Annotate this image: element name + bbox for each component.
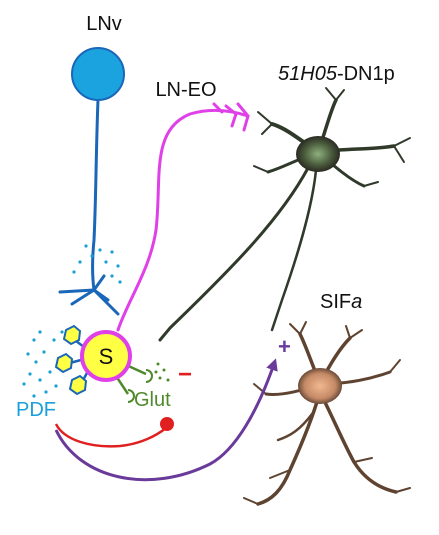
inhibitory-terminal bbox=[160, 417, 174, 431]
dn1p-label-italic: 51H05 bbox=[278, 63, 338, 85]
inhibitory-connection bbox=[54, 417, 174, 448]
lnv-neuron bbox=[22, 47, 125, 398]
glut-receptor-icons bbox=[127, 369, 153, 403]
ln-eo-terminal-4 bbox=[230, 112, 238, 128]
lnv-label: LNv bbox=[86, 13, 122, 35]
dn1p-label-rest: -DN1p bbox=[337, 63, 395, 85]
s-cell: S bbox=[54, 324, 170, 403]
pdf-receptor-icons bbox=[54, 324, 88, 396]
lnv-axon-terminals bbox=[58, 274, 120, 316]
sifa-neuron bbox=[243, 321, 411, 506]
sifa-label-italic: a bbox=[351, 291, 362, 313]
pdf-label: PDF bbox=[16, 399, 56, 421]
ln-eo-terminal-5 bbox=[212, 102, 224, 114]
dn1p-label: 51H05-DN1p bbox=[278, 63, 395, 85]
pdf-release-dots bbox=[22, 244, 122, 398]
dn1p-axon-1 bbox=[158, 166, 310, 342]
dn1p-soma bbox=[296, 136, 340, 172]
glut-label: Glut bbox=[134, 389, 171, 411]
ln-eo-axon bbox=[116, 108, 250, 332]
ln-eo-terminal-3 bbox=[224, 104, 238, 116]
glut-release-dots bbox=[154, 362, 170, 382]
ln-eo-terminal-1 bbox=[236, 102, 250, 118]
s-cell-soma bbox=[80, 330, 132, 382]
dn1p-neuron bbox=[158, 87, 411, 342]
excitatory-connection bbox=[54, 358, 278, 482]
lnv-axon bbox=[91, 99, 100, 291]
ln-eo-neuron bbox=[116, 102, 250, 332]
sifa-soma bbox=[298, 368, 342, 404]
lnv-soma bbox=[71, 47, 125, 101]
ln-eo-terminal-2 bbox=[242, 114, 250, 132]
plus-sign: + bbox=[278, 334, 291, 359]
s-cell-label: S bbox=[99, 344, 114, 369]
ln-eo-label: LN-EO bbox=[155, 79, 216, 101]
sifa-label-main: SIF bbox=[320, 291, 351, 313]
sifa-label: SIFa bbox=[320, 291, 362, 313]
minus-sign: − bbox=[178, 361, 192, 388]
dn1p-axon-2 bbox=[270, 168, 318, 332]
